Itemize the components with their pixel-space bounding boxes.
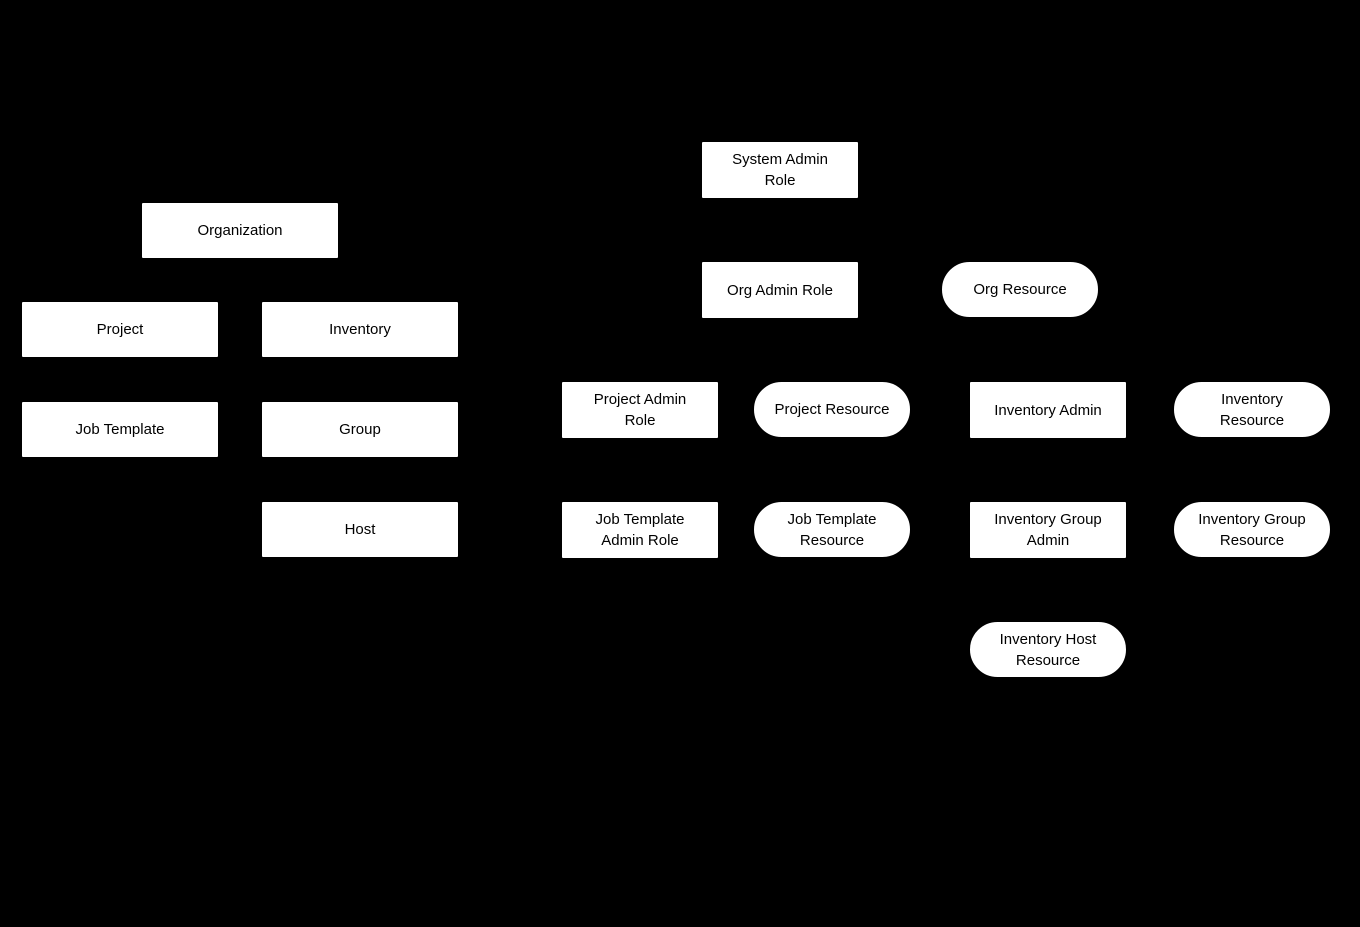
node-org-resource: Org Resource [941,261,1099,318]
node-org-admin-role-label: Org Admin Role [727,281,833,299]
node-project-resource: Project Resource [753,381,911,438]
node-system-admin-role-label: System Admin Role [732,151,828,189]
node-job-template: Job Template [21,401,219,458]
node-inventory-resource: Inventory Resource [1173,381,1331,438]
node-inventory-host-resource: Inventory Host Resource [969,621,1127,678]
node-job-template-admin-role-label: Job Template Admin Role [595,511,685,549]
node-group: Group [261,401,459,458]
node-inventory-group-resource-label: Inventory Group Resource [1198,510,1306,549]
node-organization: Organization [141,202,339,259]
node-inventory-host-resource-label: Inventory Host Resource [999,630,1097,669]
node-project-admin-role-label: Project Admin Role [593,391,687,429]
node-inventory: Inventory [261,301,459,358]
node-inventory-resource-label: Inventory Resource [1219,390,1285,429]
node-org-resource-label: Org Resource [973,281,1067,298]
node-inventory-admin: Inventory Admin [969,381,1127,439]
node-organization-label: Organization [197,222,283,239]
node-project-admin-role: Project Admin Role [561,381,719,439]
node-inventory-label: Inventory [329,321,391,338]
node-group-label: Group [339,421,381,438]
node-inventory-group-admin: Inventory Group Admin [969,501,1127,559]
node-project-resource-label: Project Resource [774,401,890,418]
node-host: Host [261,501,459,558]
node-job-template-label: Job Template [75,421,165,438]
node-job-template-resource: Job Template Resource [753,501,911,558]
node-project: Project [21,301,219,358]
node-job-template-resource-label: Job Template Resource [787,510,877,549]
node-inventory-group-resource: Inventory Group Resource [1173,501,1331,558]
node-inventory-admin-label: Inventory Admin [994,401,1102,419]
node-project-label: Project [96,321,144,338]
node-org-admin-role: Org Admin Role [701,261,859,319]
node-host-label: Host [344,521,376,538]
node-system-admin-role: System Admin Role [701,141,859,199]
node-job-template-admin-role: Job Template Admin Role [561,501,719,559]
node-inventory-group-admin-label: Inventory Group Admin [994,511,1102,549]
